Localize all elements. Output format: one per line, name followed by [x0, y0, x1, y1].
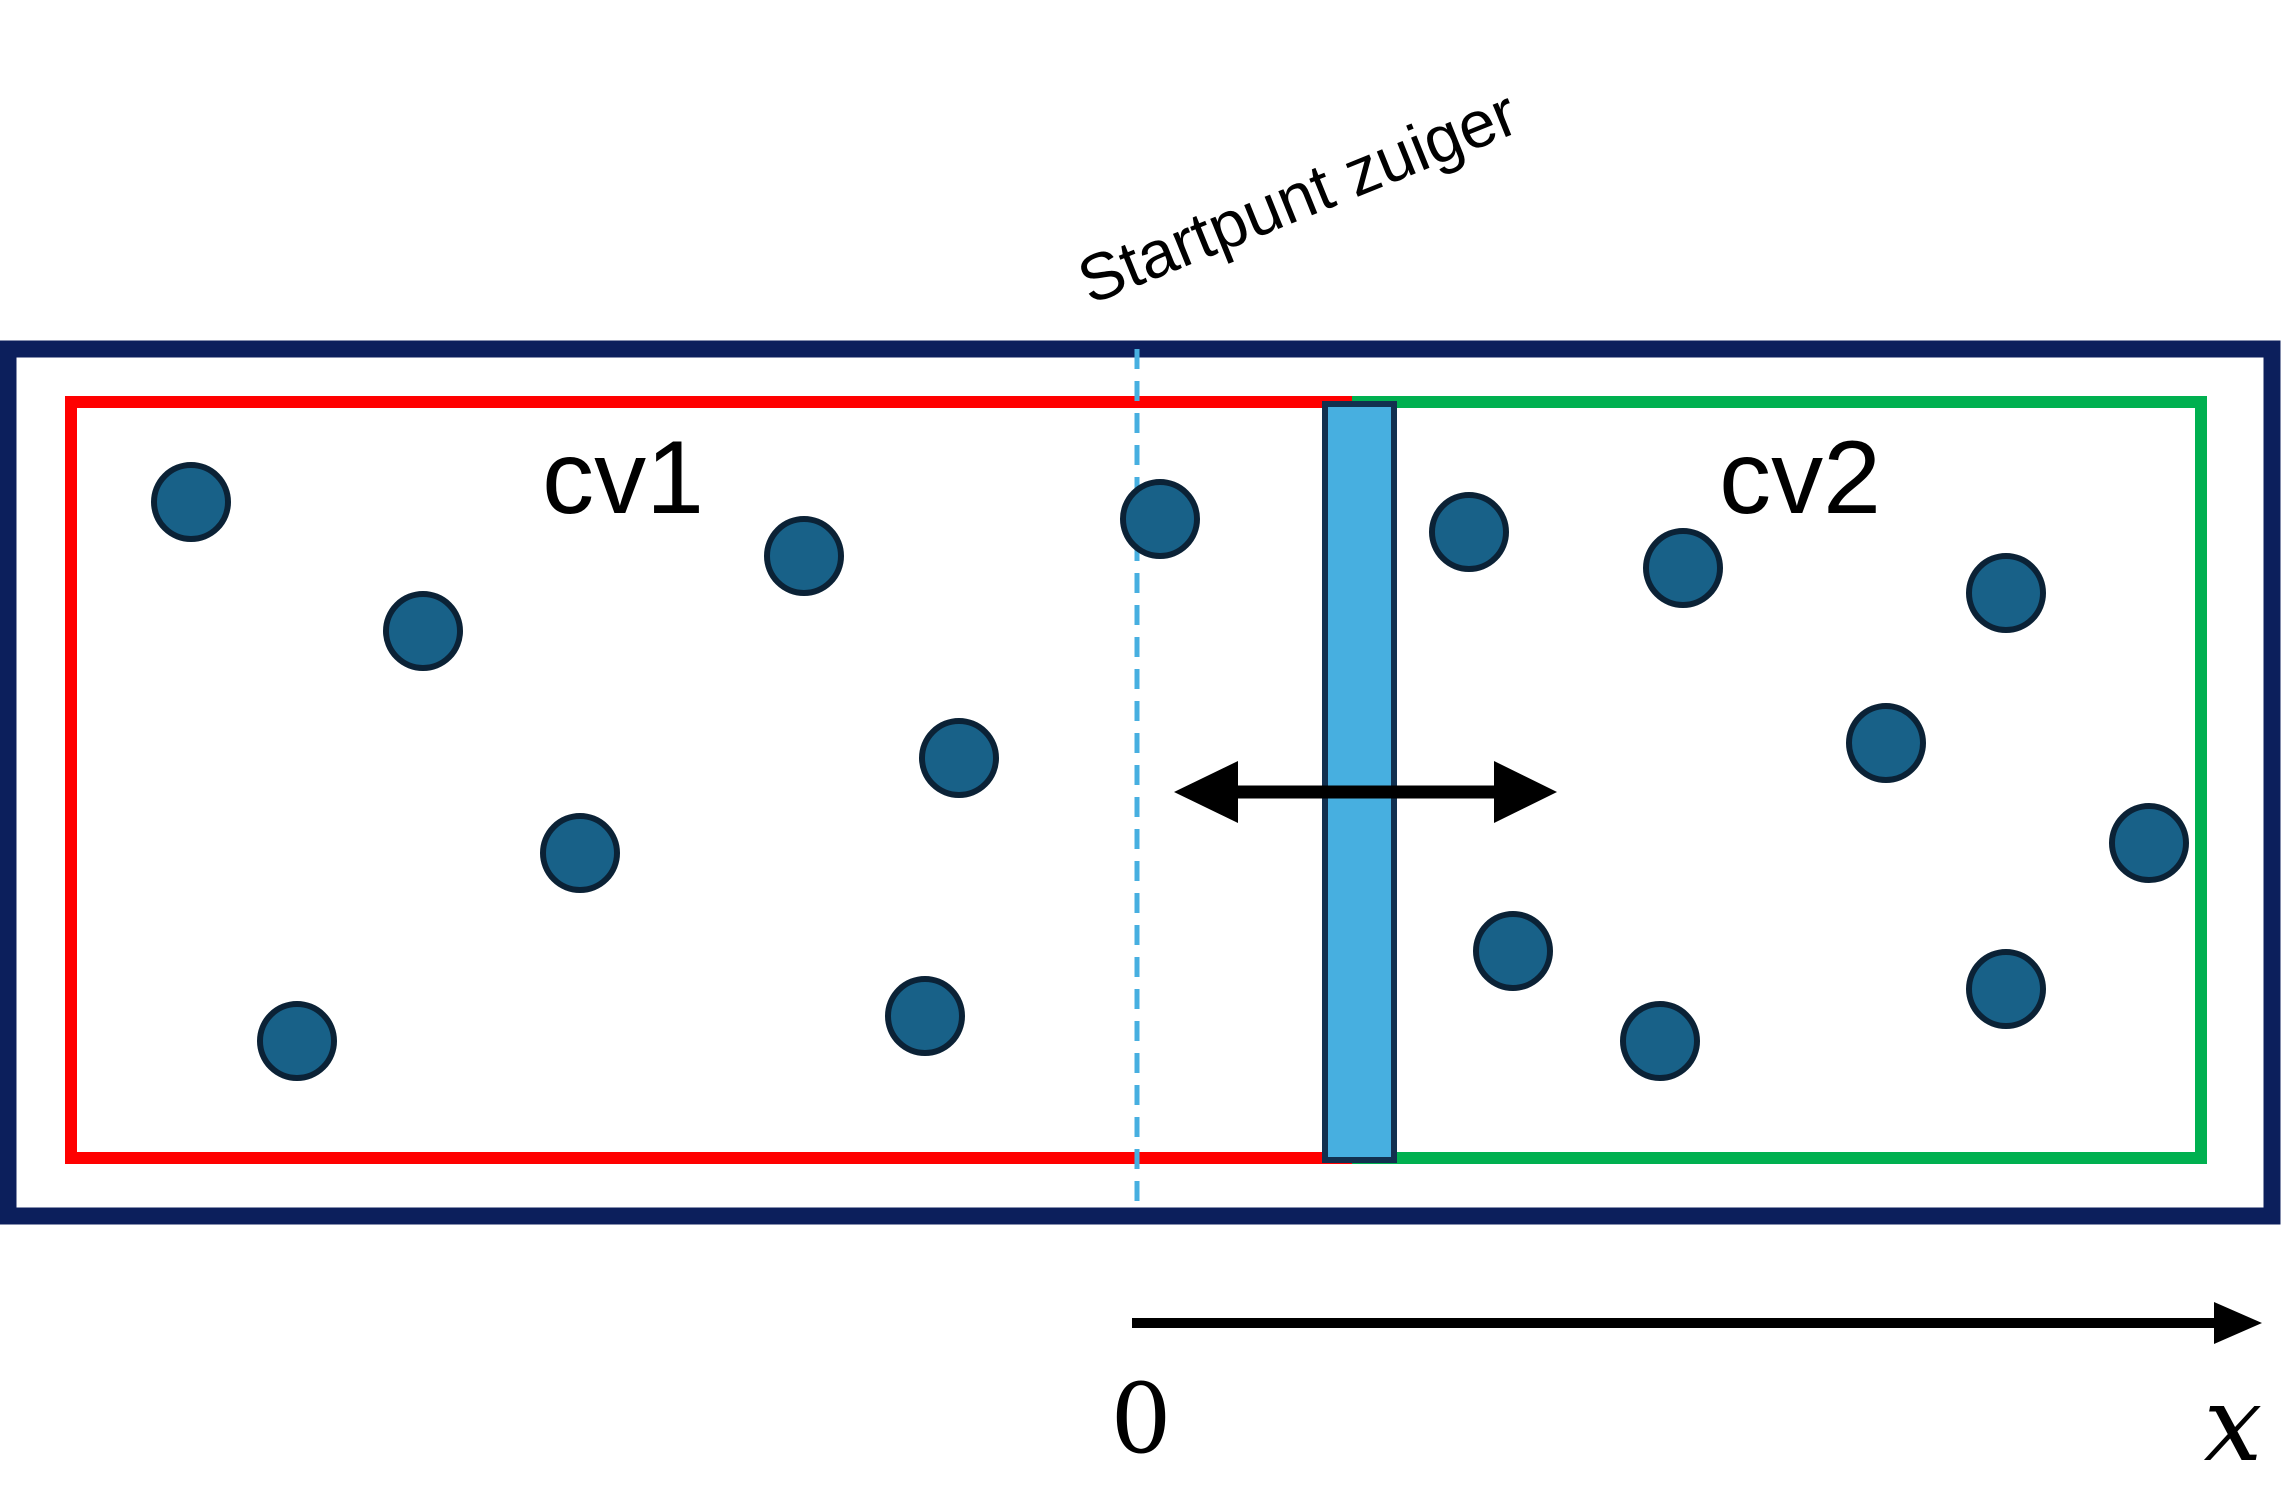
particle	[764, 516, 844, 596]
particle	[1966, 949, 2046, 1029]
particle	[885, 976, 965, 1056]
particle	[1429, 492, 1509, 572]
particle	[1473, 911, 1553, 991]
particle	[1846, 703, 1926, 783]
startpunt-zuiger-label: Startpunt zuiger	[1068, 75, 1528, 318]
particle	[151, 462, 231, 542]
particle	[1643, 528, 1723, 608]
axis-variable-label: x	[2204, 1363, 2263, 1485]
particle	[540, 813, 620, 893]
particle	[919, 718, 999, 798]
cv2-label: cv2	[1719, 420, 1881, 536]
x-axis-arrow-icon	[1132, 1302, 2262, 1344]
particle	[383, 591, 463, 671]
piston	[1322, 401, 1397, 1163]
particle	[257, 1001, 337, 1081]
particle	[1120, 479, 1200, 559]
particles-group	[151, 462, 2189, 1081]
axis-origin-label: 0	[1110, 1363, 1171, 1475]
double-headed-arrow-icon	[1174, 761, 1557, 823]
particle	[1620, 1001, 1700, 1081]
particle	[1966, 553, 2046, 633]
particle	[2109, 803, 2189, 883]
outer-container	[0, 340, 2281, 1225]
cv1-label: cv1	[542, 420, 704, 536]
